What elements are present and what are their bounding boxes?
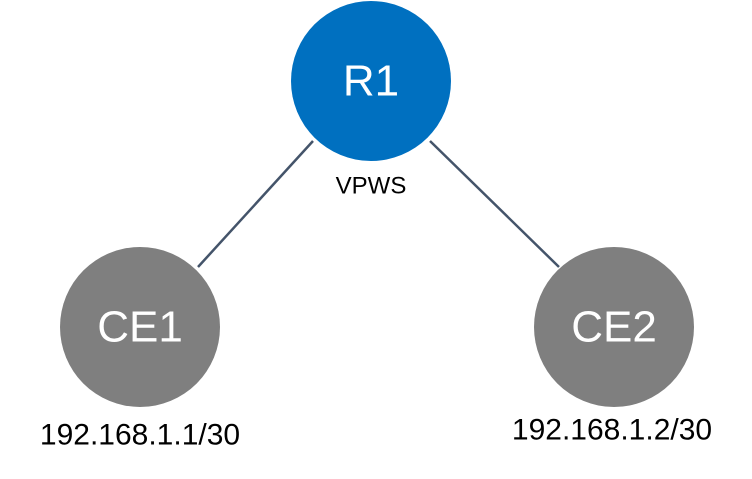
ce1-ip-label: 192.168.1.1/30 [40,419,240,452]
ce2-ip-label: 192.168.1.2/30 [512,414,712,447]
link-r1-ce1 [197,140,314,268]
link-r1-ce2 [429,140,560,268]
ce2-circle [534,247,694,407]
ce2-label: CE2 [571,303,657,352]
ce1-circle [60,247,220,407]
r1-circle [291,1,451,161]
r1-tag-label: VPWS [336,173,407,200]
ce1-label: CE1 [97,303,183,352]
node-ce2[interactable]: CE2 [534,247,694,407]
r1-label: R1 [343,57,399,106]
node-r1[interactable]: R1 [291,1,451,161]
node-ce1[interactable]: CE1 [60,247,220,407]
